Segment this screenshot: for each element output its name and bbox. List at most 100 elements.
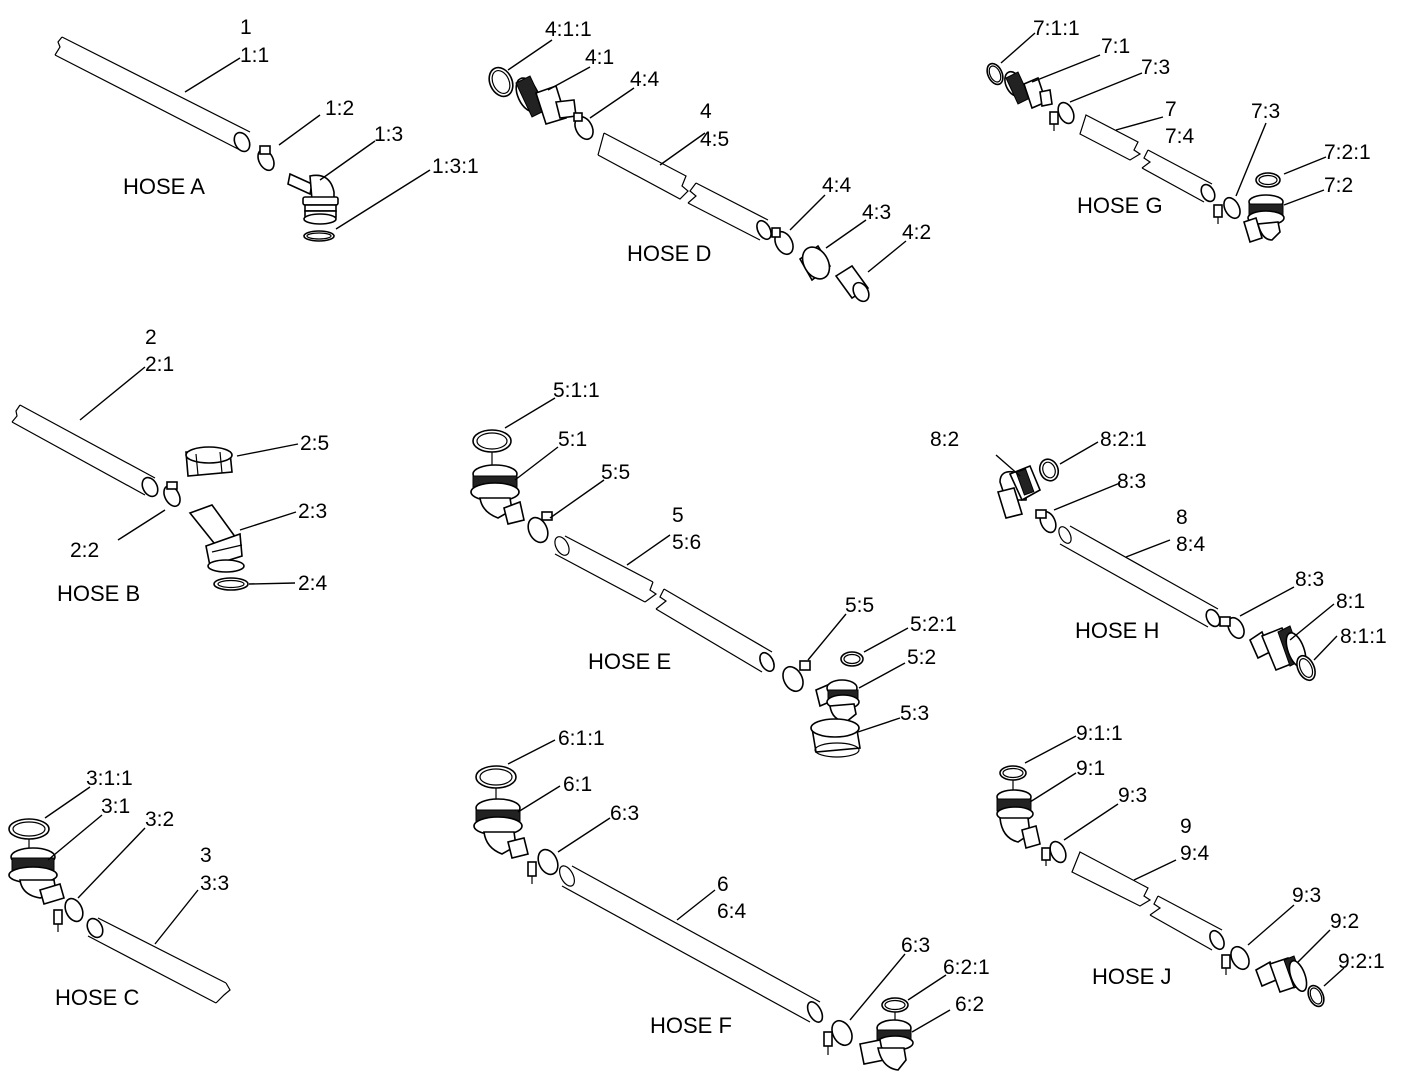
hose-a-elbow-fitting [287,172,339,225]
hose-e-label-5-6: 5:6 [672,531,701,554]
hose-a-clamp [257,145,275,172]
hose-g-straight-fitting [1004,70,1053,110]
hose-g-leader-2 [1031,54,1101,83]
hose-e-leader-1 [504,397,556,429]
hose-e-label-5-2-1: 5:2:1 [910,613,957,636]
hose-h-label-8-3-b: 8:3 [1295,568,1324,591]
hose-d-clamp-2 [771,227,794,256]
hose-d-leader-7 [867,240,907,273]
hose-c-leader-1 [44,786,91,819]
hose-j-leader-1 [1024,735,1077,764]
hose-h-elbow-fitting [996,464,1042,519]
hose-g-group: 7:1:1 7:1 7:3 7 7:4 7:3 7:2:1 7:2 HOSE G [986,17,1371,244]
hose-b-leader-3 [239,511,297,531]
hose-c-leader-3 [77,827,146,899]
hose-h-label-8: 8 [1176,506,1188,529]
hose-e-o-ring [472,429,512,466]
hose-g-tube-2 [1141,149,1216,203]
hose-a-title: HOSE A [123,174,205,199]
hose-a-label-1-3-1: 1:3:1 [432,155,479,178]
hose-j-leader-4 [1133,859,1177,881]
hose-g-elbow-fitting [1243,194,1285,244]
hose-b-label-2-1: 2:1 [145,353,174,376]
hose-b-group: 2 2:1 2:5 2:3 2:2 2:4 HOSE B [11,326,329,606]
hose-e-label-5-5-a: 5:5 [601,461,630,484]
hose-j-label-9-1-1: 9:1:1 [1076,722,1123,745]
hose-h-clamp-1 [1035,509,1057,534]
hose-j-straight-fitting [1255,955,1308,994]
hose-a-leader-3 [319,140,376,181]
hose-h-o-ring-2 [1296,654,1316,682]
hose-e-clamp-1 [527,511,553,544]
hose-d-label-4-1-1: 4:1:1 [545,18,592,41]
hose-c-label-3-2: 3:2 [145,808,174,831]
hose-c-o-ring [8,818,50,852]
hose-d-adapter [834,264,870,303]
hose-g-title: HOSE G [1077,193,1163,218]
hose-d-leader-3 [589,87,635,119]
hose-a-label-1-3: 1:3 [374,123,403,146]
hose-d-group: 4:1:1 4:1 4:4 4 4:5 4:4 4:3 4:2 HOSE D [488,18,931,303]
hose-b-leader-2 [236,443,299,457]
hose-f-clamp-1 [527,848,559,884]
hose-d-leader-2 [547,66,591,91]
hose-g-label-7-3-a: 7:3 [1141,56,1170,79]
hose-d-label-4: 4 [700,100,712,123]
hose-j-elbow-fitting [996,789,1041,850]
hose-g-leader-3 [1069,72,1143,103]
hose-b-label-2-2: 2:2 [70,539,99,562]
hose-j-label-9: 9 [1180,815,1192,838]
hose-f-leader-7 [911,1009,951,1033]
hose-a-group: 1 1:1 1:2 1:3 1:3:1 HOSE A [54,16,479,242]
hose-b-o-ring [213,577,249,591]
hose-h-leader-2 [1059,441,1099,465]
hose-f-label-6-2-1: 6:2:1 [943,956,990,979]
hose-e-leader-3 [549,479,605,519]
hose-c-elbow-fitting [8,847,65,905]
hose-b-clamp [163,481,181,508]
hose-d-leader-6 [825,219,867,249]
hose-f-o-ring [475,765,517,802]
hose-f-leader-1 [507,739,556,765]
hose-e-label-5-1-1: 5:1:1 [553,379,600,402]
hose-j-tube-2 [1149,895,1225,951]
hose-j-o-ring [999,765,1027,790]
hose-g-label-7-1-1: 7:1:1 [1033,17,1080,40]
hose-b-leader-4 [117,509,166,541]
hose-e-title: HOSE E [588,649,671,674]
hose-b-label-2-3: 2:3 [298,500,327,523]
hose-h-tube [1058,525,1221,628]
hose-d-leader-5 [789,194,826,231]
hose-c-label-3: 3 [200,844,212,867]
hose-e-leader-6 [863,627,909,653]
hose-e-nut [810,718,861,758]
hose-g-label-7-3-b: 7:3 [1251,100,1280,123]
hose-d-tube-2 [687,182,772,241]
hose-g-label-7: 7 [1165,98,1177,121]
hose-d-nut [798,244,832,282]
hose-a-label-1-2: 1:2 [325,97,354,120]
hose-j-leader-2 [1029,772,1077,803]
hose-a-leader-1 [184,57,241,93]
hose-h-label-8-2-1: 8:2:1 [1100,428,1147,451]
hose-h-leader-5 [1239,586,1295,617]
hose-e-tube-1 [554,535,658,603]
hose-d-label-4-4-b: 4:4 [822,174,852,197]
hose-e-group: 5:1:1 5:1 5:5 5 5:6 5:5 5:2:1 5:2 5:3 HO… [470,379,957,758]
hose-h-leader-7 [1313,635,1338,661]
hose-e-leader-4 [626,534,671,566]
hose-d-o-ring [488,66,514,98]
hose-h-label-8-2: 8:2 [930,428,959,451]
hose-j-tube-1 [1071,851,1152,907]
hose-b-elbow-fitting [188,504,245,573]
hose-f-label-6-1-1: 6:1:1 [558,727,605,750]
hose-h-label-8-1-1: 8:1:1 [1340,625,1387,648]
hose-e-o-ring-2 [840,651,864,667]
hose-d-tube-1 [597,132,689,200]
hose-c-label-3-1: 3:1 [101,795,130,818]
hose-c-label-3-1-1: 3:1:1 [86,767,133,790]
hose-e-label-5-1: 5:1 [558,428,587,451]
hose-g-label-7-2: 7:2 [1324,174,1353,197]
hose-a-o-ring [303,230,335,242]
hose-e-label-5-2: 5:2 [907,646,936,669]
